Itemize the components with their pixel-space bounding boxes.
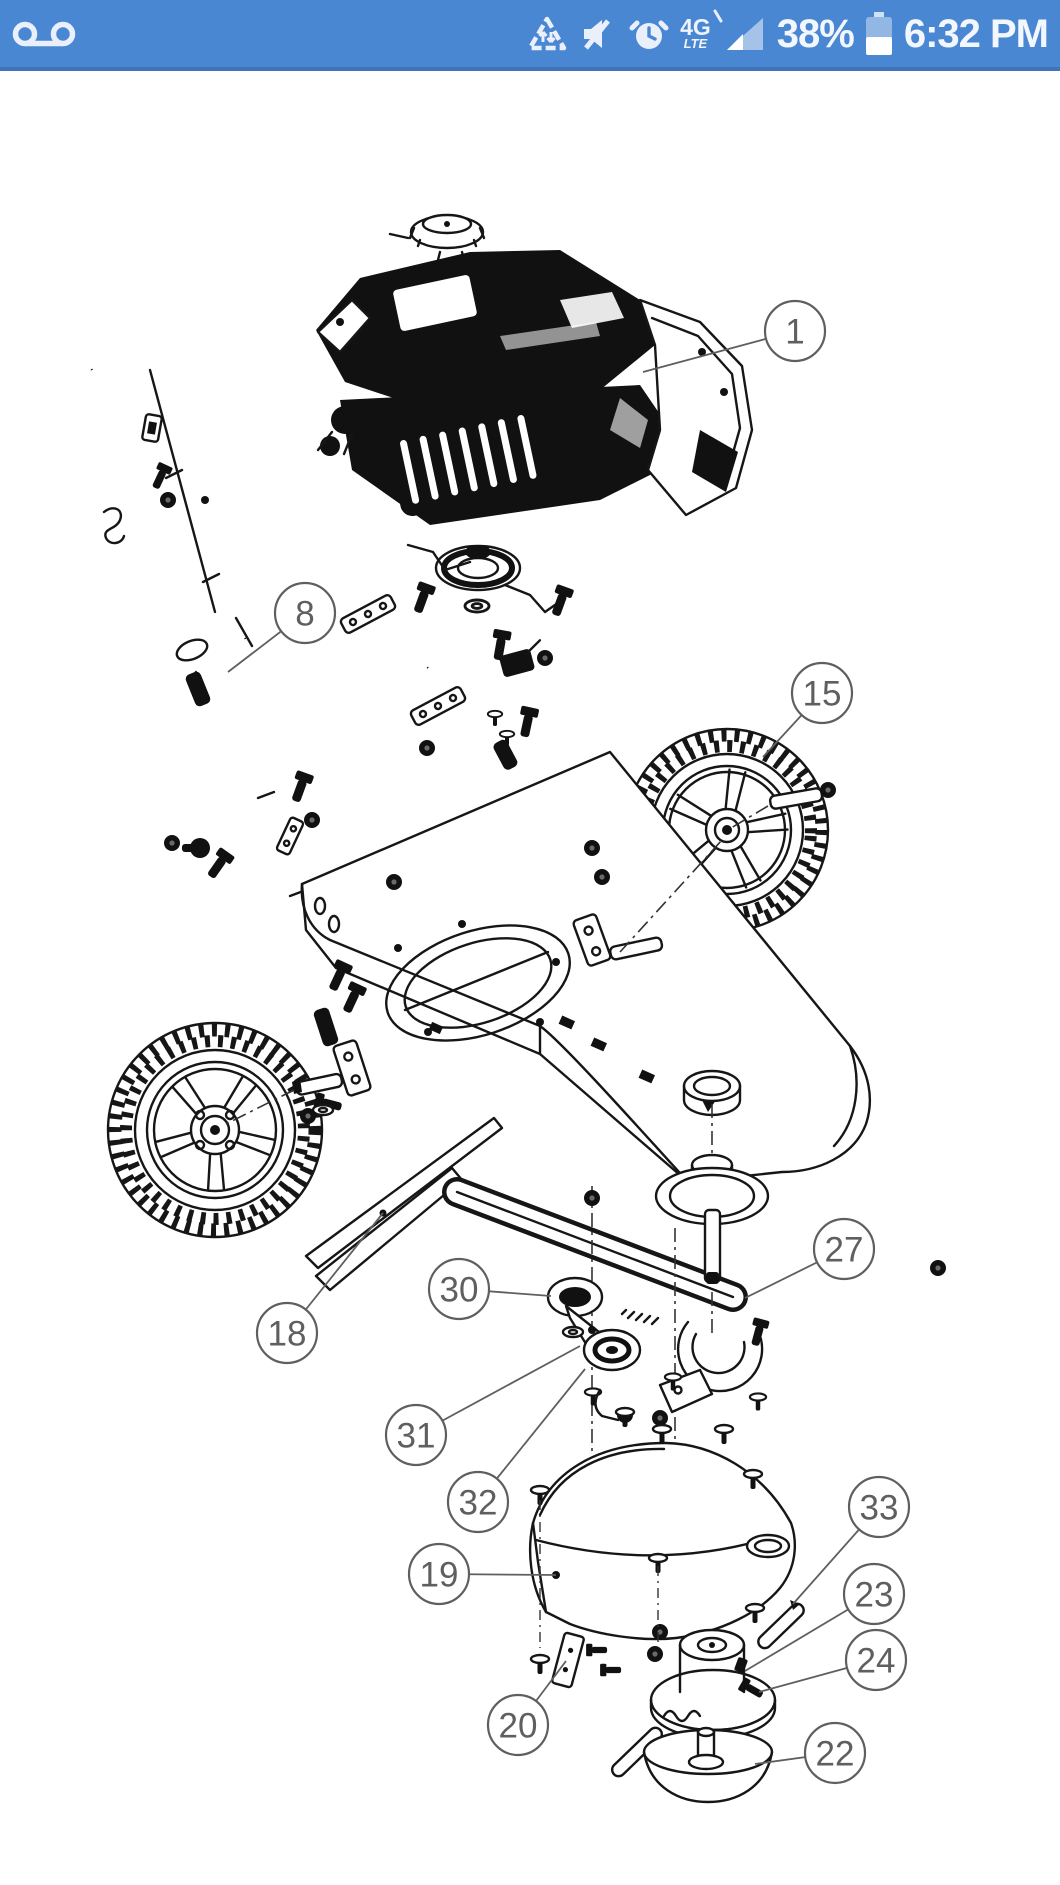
callout-19: 19 [407, 1542, 557, 1606]
svg-text:24: 24 [857, 1642, 896, 1681]
svg-text:20: 20 [499, 1707, 538, 1746]
idler-assembly [546, 1276, 668, 1426]
svg-text:1: 1 [785, 313, 804, 352]
debris-shield [528, 1405, 797, 1676]
svg-text:23: 23 [855, 1576, 894, 1615]
callout-23: 23 [744, 1562, 906, 1672]
brake-link [594, 1388, 620, 1422]
data-saver-icon [527, 15, 567, 53]
alarm-icon [629, 15, 669, 53]
callout-15: 15 [762, 661, 854, 758]
trimmer-head [649, 1628, 777, 1740]
pins [610, 1600, 805, 1778]
head-spring [662, 1709, 702, 1723]
svg-text:22: 22 [816, 1735, 855, 1774]
handlebar-lower [182, 592, 578, 1047]
svg-text:27: 27 [825, 1231, 864, 1270]
engine-hardware [148, 461, 575, 747]
engine-shroud-right [638, 298, 754, 517]
idler-spring [620, 1308, 660, 1326]
callout-32: 32 [446, 1368, 586, 1534]
svg-text:30: 30 [440, 1271, 479, 1310]
callout-22: 22 [754, 1721, 867, 1785]
engine-pulley [434, 544, 522, 592]
callout-8: 8 [227, 581, 337, 673]
callout-24: 24 [758, 1628, 908, 1693]
shield-clip [551, 1631, 622, 1689]
voicemail-icon [12, 15, 76, 53]
s-hook [102, 507, 126, 545]
callout-27: 27 [744, 1217, 876, 1299]
fuel-cap [388, 213, 486, 250]
svg-text:19: 19 [420, 1556, 459, 1595]
network-tech-label: LTE [683, 36, 708, 51]
drive-belt [442, 1177, 748, 1312]
callout-1: 1 [642, 299, 827, 373]
muffler-grille [386, 401, 554, 517]
callout-33: 33 [792, 1475, 911, 1605]
callout-31: 31 [384, 1345, 581, 1467]
svg-text:31: 31 [397, 1417, 436, 1456]
svg-text:8: 8 [295, 595, 314, 634]
svg-text:32: 32 [459, 1484, 498, 1523]
handle-knob [182, 838, 210, 858]
callout-20: 20 [486, 1660, 567, 1757]
network-gen-label: 4G [680, 14, 711, 41]
spindle-assembly [584, 1104, 946, 1460]
network-type-indicator: 4G LTE [680, 9, 723, 51]
left-axle [221, 1039, 372, 1127]
right-axle [730, 782, 836, 829]
svg-text:33: 33 [860, 1489, 899, 1528]
left-wheel [106, 1021, 324, 1239]
signal-strength-icon [724, 15, 766, 53]
svg-text:15: 15 [803, 675, 842, 714]
callout-30: 30 [427, 1257, 552, 1321]
clock: 6:32 PM [903, 11, 1049, 56]
svg-text:18: 18 [268, 1315, 307, 1354]
carburetor [316, 406, 359, 456]
status-bar: 4G LTE 38% 6:32 PM [0, 0, 1060, 71]
mute-icon [578, 15, 618, 53]
engine-illustration [316, 213, 754, 525]
deck-hardware [164, 740, 723, 1016]
mower-deck [300, 750, 872, 1184]
battery-percentage: 38% [776, 11, 855, 56]
battery-icon [865, 11, 893, 56]
callout-18: 18 [255, 1212, 384, 1365]
spool-cover [642, 1726, 774, 1804]
roaming-tick-icon [713, 9, 723, 23]
